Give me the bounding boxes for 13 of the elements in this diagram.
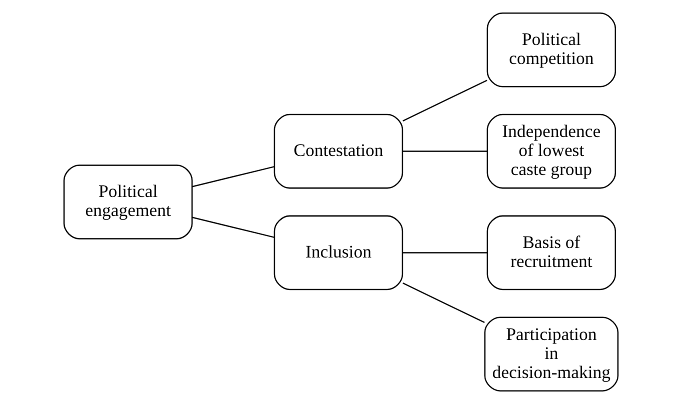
node-box: Basis of recruitment (486, 215, 616, 290)
connector (192, 166, 274, 188)
connector (402, 80, 488, 122)
connector (192, 216, 274, 238)
connector (402, 150, 488, 152)
node-box: Contestation (274, 114, 404, 189)
connector (402, 252, 488, 254)
connector (402, 282, 485, 324)
node-box: Political engagement (63, 164, 193, 240)
node-box: Independence of lowest caste group (486, 114, 616, 189)
node-box: Political competition (486, 12, 616, 88)
node-box: Inclusion (274, 215, 404, 290)
node-box: Participation in decision-making (484, 316, 619, 392)
